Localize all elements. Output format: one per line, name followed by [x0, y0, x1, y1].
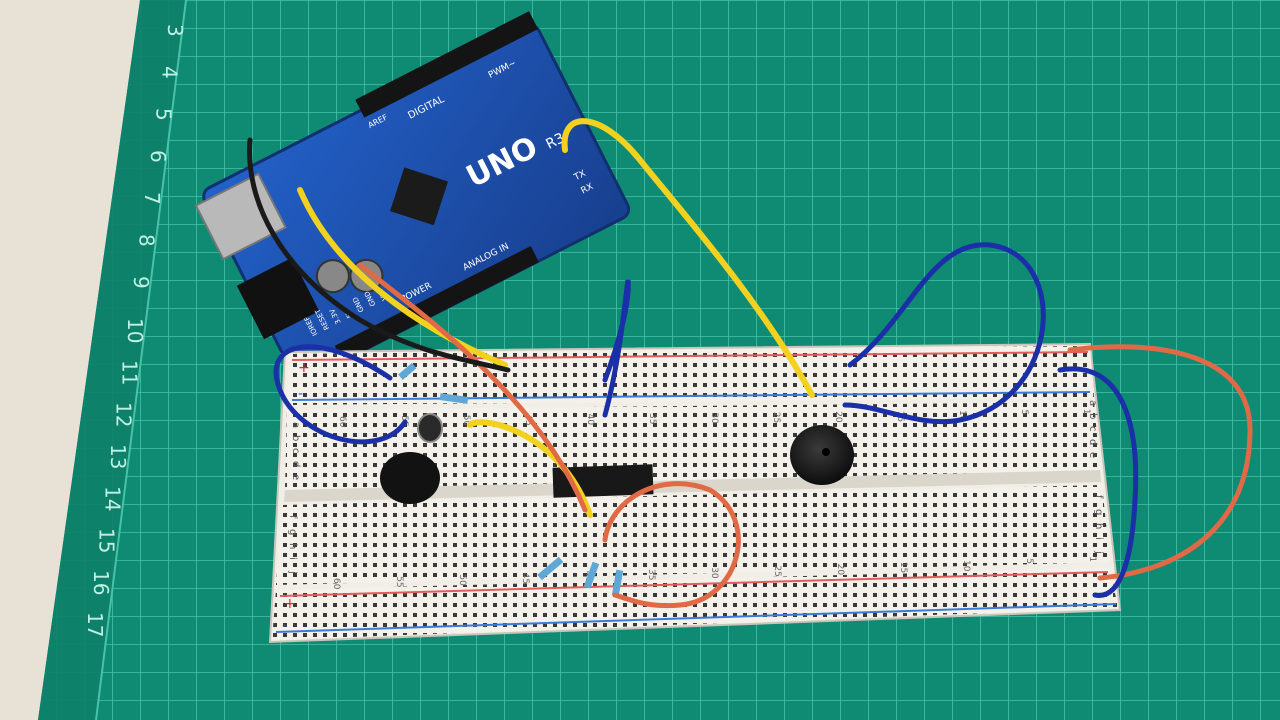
column-number: 50 [461, 415, 471, 427]
column-number: 20 [833, 411, 843, 423]
bottom-minus-label: - [282, 618, 287, 634]
column-number: 10 [957, 410, 967, 422]
yellow-wire [297, 187, 508, 368]
ruler-number: 5 [152, 108, 176, 121]
column-number: 25 [772, 565, 782, 576]
jumper-wires [247, 118, 1253, 609]
row-letter: f [287, 515, 298, 519]
ruler-number: 4 [157, 66, 181, 79]
row-letter: d [290, 461, 301, 467]
ruler-number: 13 [106, 444, 130, 469]
column-number: 5 [1019, 409, 1029, 415]
ruler-number: 7 [140, 192, 164, 205]
row-letter: c [1087, 426, 1098, 432]
bottom-blue-rail-line [275, 603, 1117, 633]
buzzer-hole [822, 448, 830, 456]
row-letter: d [1087, 439, 1098, 445]
resistor [583, 561, 600, 589]
orange-wire [602, 481, 741, 609]
orange-wire [1067, 344, 1253, 581]
column-number: 60 [337, 416, 347, 428]
top-minus-label: - [298, 386, 303, 402]
column-number: 50 [457, 574, 467, 586]
blue-wire [1057, 366, 1139, 598]
row-letters: a a b b c c d d e e f f g g h h i i j j [287, 400, 1104, 574]
row-letter: a [1087, 400, 1098, 406]
row-letter: h [1093, 523, 1104, 529]
row-letter: e [290, 474, 301, 480]
row-letter: j [287, 570, 298, 574]
column-number: 1 [1087, 556, 1097, 562]
usb-connector [194, 172, 287, 261]
column-number: 30 [709, 412, 719, 424]
ruler-number: 8 [135, 234, 159, 247]
row-letter: b [290, 435, 301, 441]
ruler-number: 10 [123, 318, 147, 343]
row-letter: g [287, 529, 298, 535]
column-number: 35 [646, 569, 656, 580]
orange-wire [357, 262, 588, 513]
ruler-number: 14 [100, 486, 124, 511]
row-letter: c [290, 448, 301, 454]
column-number: 60 [331, 578, 341, 590]
microcontroller-chip [390, 167, 449, 226]
row-letter: b [1087, 413, 1098, 419]
resistor [537, 556, 564, 581]
row-letter: e [1087, 452, 1098, 458]
row-letter: h [287, 543, 298, 549]
row-letter: i [287, 557, 298, 560]
column-number: 35 [647, 413, 657, 424]
resistors [398, 362, 624, 597]
column-number: 15 [898, 562, 908, 573]
row-letter: f [1093, 495, 1104, 499]
blue-wire [842, 242, 1046, 425]
ruler-number: 17 [83, 612, 107, 637]
ruler-number: 9 [129, 276, 153, 289]
ruler-number: 15 [95, 528, 119, 553]
ruler-number: 6 [146, 150, 170, 163]
ruler-number: 11 [117, 360, 141, 385]
buzzer [790, 425, 854, 485]
dc-jack [236, 257, 320, 340]
top-plus-label: + [298, 360, 310, 376]
column-number: 45 [520, 573, 530, 584]
top-blue-rail-line [291, 391, 1091, 401]
digital-header [355, 11, 539, 118]
bottom-red-rail-line [279, 571, 1109, 597]
yellow-wire [561, 118, 815, 398]
resistor [439, 393, 469, 404]
row-letter: j [1093, 550, 1104, 554]
column-number: 20 [835, 564, 845, 576]
blue-wire [273, 344, 408, 445]
column-number: 1 [1081, 409, 1091, 415]
microphone [380, 452, 440, 504]
column-number: 40 [585, 414, 595, 426]
column-number: 5 [1024, 558, 1034, 564]
blue-wire [602, 279, 631, 418]
capacitor [417, 413, 443, 443]
resistor [398, 362, 417, 380]
ruler-number: 12 [112, 402, 136, 427]
row-letter: a [290, 422, 301, 428]
ruler-number: 16 [89, 570, 113, 595]
ruler-number: 3 [163, 24, 187, 37]
column-number: 30 [709, 567, 719, 579]
mat-ruler-numbers: 3 4 5 6 7 8 9 10 11 12 13 14 15 16 17 [83, 24, 187, 637]
column-number: 25 [771, 412, 781, 423]
column-number: 10 [961, 560, 971, 572]
bottom-plus-label: + [284, 596, 296, 612]
capacitor [315, 259, 350, 294]
row-letter: g [1093, 509, 1104, 515]
black-wire [247, 137, 511, 373]
column-number: 55 [394, 576, 404, 587]
uno-revision: R3 [543, 130, 567, 153]
top-red-rail-line [291, 351, 1089, 361]
row-letter: i [1093, 537, 1104, 540]
resistor [611, 569, 624, 597]
